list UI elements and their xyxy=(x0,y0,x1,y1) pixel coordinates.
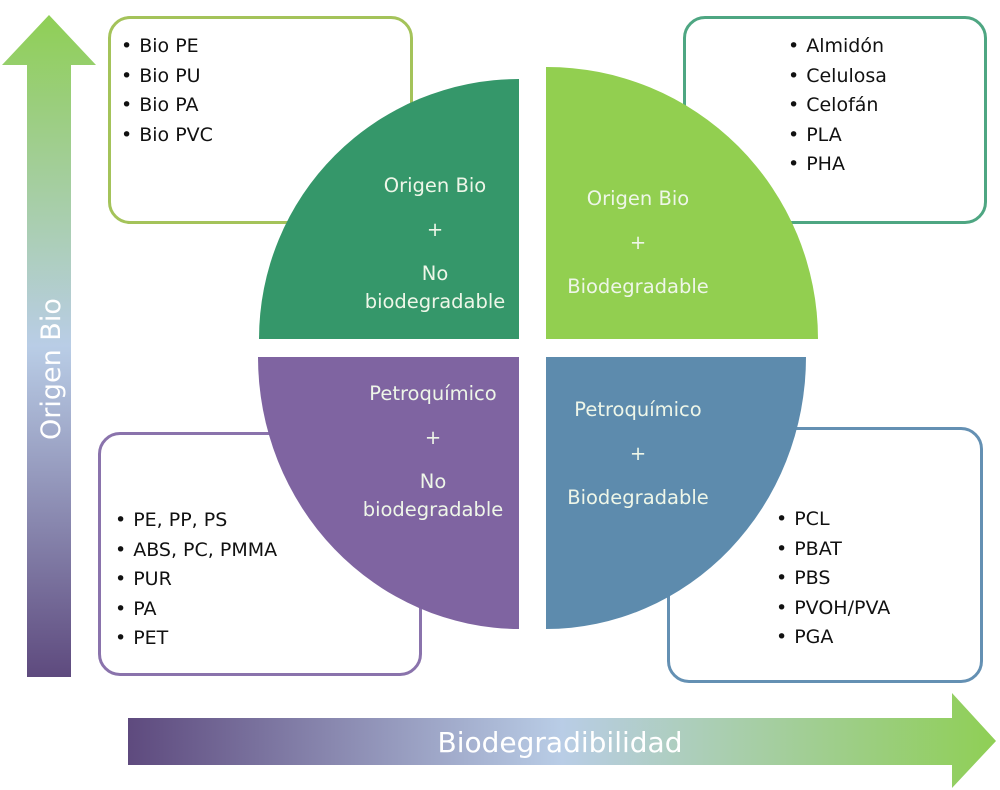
list-item: Bio PU xyxy=(121,62,410,92)
list-item: PCL xyxy=(776,505,980,535)
quadrant-label-line: Petroquímico xyxy=(574,398,702,421)
vertical-axis-label: Origen Bio xyxy=(36,298,67,440)
list-item: Celulosa xyxy=(788,62,984,92)
plus-sign: + xyxy=(629,231,647,254)
quadrant-label-line: Petroquímico xyxy=(369,382,497,405)
list-item: PA xyxy=(115,595,419,625)
list-item: Celofán xyxy=(788,91,984,121)
quadrant-label-line: Origen Bio xyxy=(383,174,487,197)
list-item: PGA xyxy=(776,623,980,653)
list-item: PVOH/PVA xyxy=(776,594,980,624)
list-item: PE, PP, PS xyxy=(115,506,419,536)
quadrant-label-petro-non-biodegradable: Petroquímico + No biodegradable xyxy=(338,380,528,524)
quadrant-label-line: biodegradable xyxy=(364,290,506,313)
list-item: Bio PE xyxy=(121,32,410,62)
plus-sign: + xyxy=(424,426,442,449)
list-item: PUR xyxy=(115,565,419,595)
quadrant-label-line: No xyxy=(419,470,447,493)
list-item: PBS xyxy=(776,564,980,594)
list-item: PET xyxy=(115,624,419,654)
list-item: Almidón xyxy=(788,32,984,62)
horizontal-axis-arrow: Biodegradibilidad xyxy=(128,693,996,788)
horizontal-axis-label: Biodegradibilidad xyxy=(438,726,683,759)
list-petro-biodegradable: PCL PBAT PBS PVOH/PVA PGA xyxy=(776,505,980,653)
list-petro-non-biodegradable: PE, PP, PS ABS, PC, PMMA PUR PA PET xyxy=(115,506,419,654)
quadrant-bio-biodegradable xyxy=(546,66,818,339)
quadrant-label-line: No xyxy=(421,262,449,285)
box-bio-biodegradable: Almidón Celulosa Celofán PLA PHA xyxy=(683,16,987,224)
quadrant-label-line: biodegradable xyxy=(362,498,504,521)
quadrant-bio-non-biodegradable xyxy=(259,79,519,339)
list-item: Bio PA xyxy=(121,91,410,121)
list-item: Bio PVC xyxy=(121,121,410,151)
list-bio-non-biodegradable: Bio PE Bio PU Bio PA Bio PVC xyxy=(121,32,410,150)
quadrant-petro-non-biodegradable xyxy=(258,357,519,629)
quadrant-label-bio-non-biodegradable: Origen Bio + No biodegradable xyxy=(345,172,525,316)
quadrant-petro-biodegradable xyxy=(546,357,806,629)
vertical-axis-arrow: Origen Bio xyxy=(2,15,96,677)
quadrant-label-line: Origen Bio xyxy=(586,187,690,210)
list-bio-biodegradable: Almidón Celulosa Celofán PLA PHA xyxy=(788,32,984,180)
plus-sign: + xyxy=(426,218,444,241)
list-item: PHA xyxy=(788,150,984,180)
plus-sign: + xyxy=(629,442,647,465)
quadrant-label-line: Biodegradable xyxy=(567,275,709,298)
list-item: ABS, PC, PMMA xyxy=(115,536,419,566)
list-item: PBAT xyxy=(776,535,980,565)
quadrant-label-petro-biodegradable: Petroquímico + Biodegradable xyxy=(548,396,728,512)
quadrant-label-bio-biodegradable: Origen Bio + Biodegradable xyxy=(548,185,728,301)
list-item: PLA xyxy=(788,121,984,151)
quadrant-label-line: Biodegradable xyxy=(567,486,709,509)
